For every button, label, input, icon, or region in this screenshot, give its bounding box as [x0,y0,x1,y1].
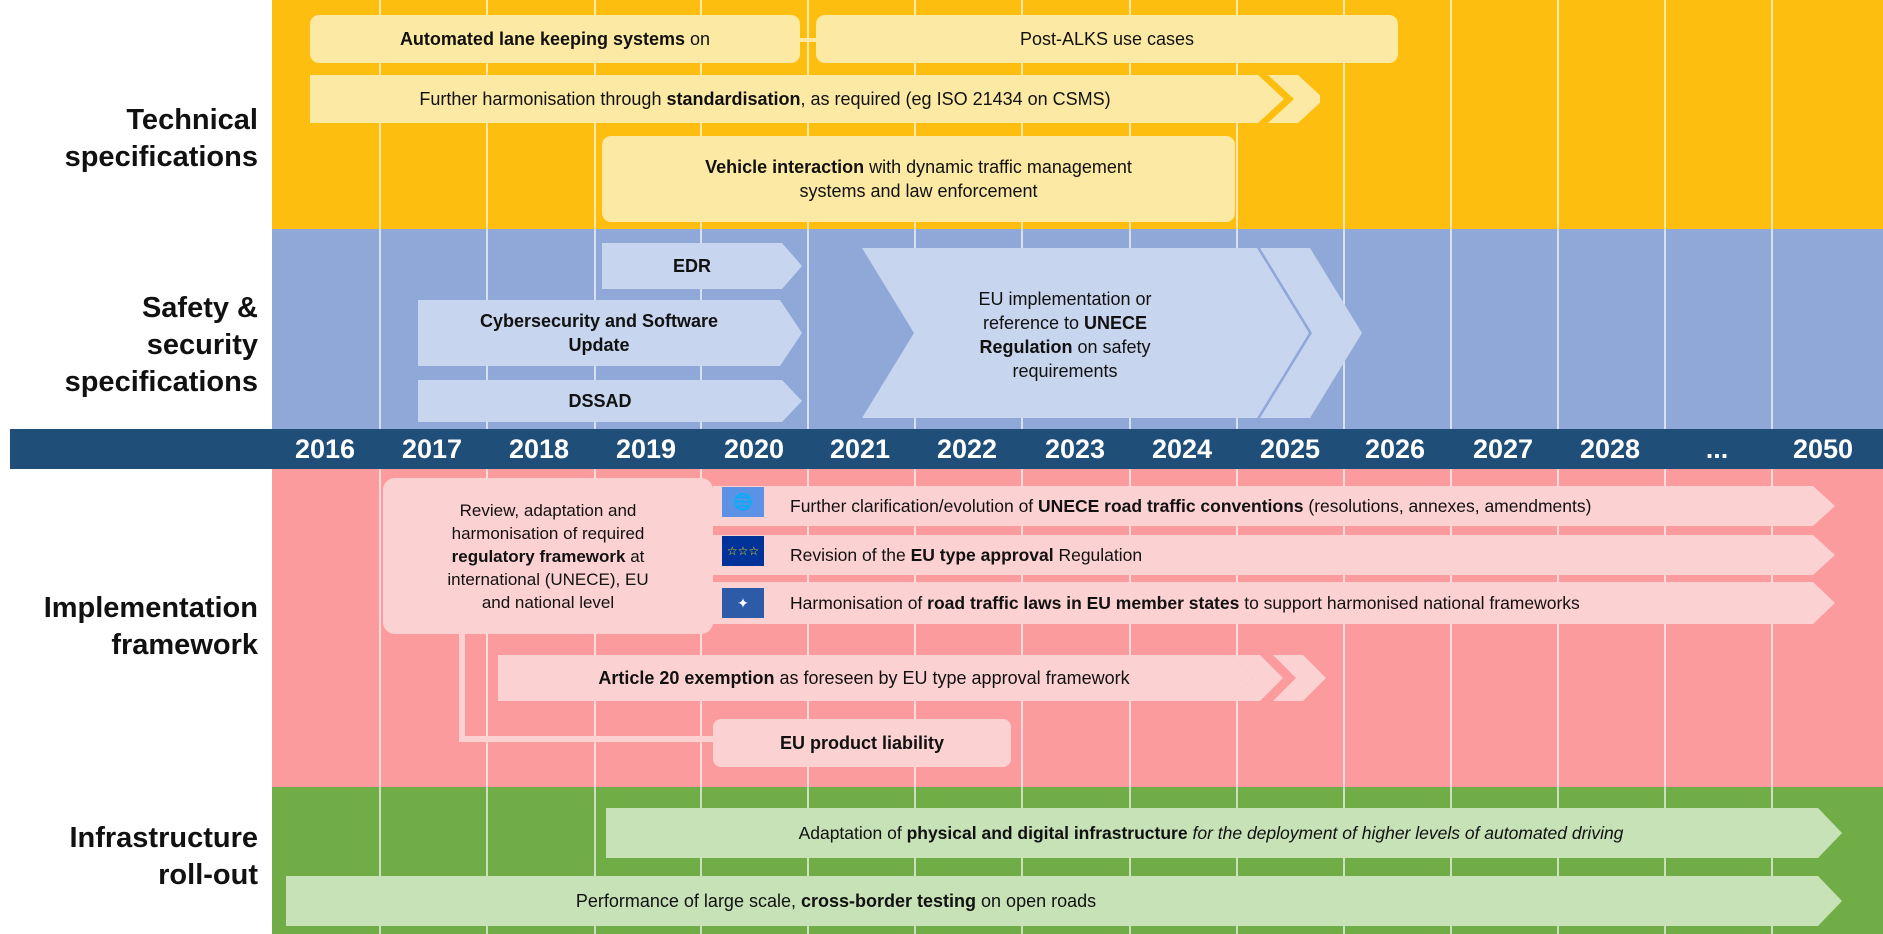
review-connector-vertical [459,630,465,742]
article20-text: Article 20 exemption as foreseen by EU t… [598,668,1130,688]
row-label-line: specifications [64,366,258,398]
review-line: regulatory framework at [451,546,645,566]
year-label: 2018 [508,434,570,464]
road-traffic-laws-arrow-shape [713,582,1835,624]
row-label-implementation: Implementation framework [0,590,258,664]
unece-chevron-shape [862,248,1362,418]
eu-type-approval-text: Revision of the EU type approval Regulat… [790,545,1143,565]
road-traffic-laws-text: Harmonisation of road traffic laws in EU… [790,593,1580,613]
alks-text: Automated lane keeping systems on [399,29,711,49]
cybersecurity-line: Cybersecurity and Software [479,311,719,331]
year-label: 2017 [401,434,463,464]
unece-safety-text: EU implementation or reference to UNECE … [915,275,1215,395]
review-line: international (UNECE), EU [447,569,649,589]
year-label: 2021 [829,434,891,464]
infrastructure-adaptation-text: Adaptation of physical and digital infra… [798,823,1624,843]
article20-arrow-shape [498,655,1326,701]
year-label: 2050 [1792,434,1854,464]
row-label-safety: Safety & security specifications [0,290,258,401]
year-label: 2022 [936,434,998,464]
row-label-line: security [146,329,258,361]
review-line: Review, adaptation and [459,500,637,520]
row-label-line: Safety & [141,292,258,324]
vehicle-interaction-line1: Vehicle interaction with dynamic traffic… [705,157,1132,177]
unece-line: requirements [1012,361,1118,381]
unece-line: EU implementation or [978,289,1152,309]
unece-line: reference to UNECE [982,313,1148,333]
unece-conventions-arrow-shape [713,486,1835,526]
eu-map-icon: ✦ [722,588,764,618]
year-label: 2027 [1472,434,1534,464]
unece-conventions-text: Further clarification/evolution of UNECE… [790,496,1592,516]
year-label: 2019 [615,434,677,464]
review-line: and national level [481,592,615,612]
year-label: 2026 [1364,434,1426,464]
year-label: 2024 [1151,434,1213,464]
year-label: 2016 [294,434,356,464]
year-label: ... [1705,434,1729,464]
edr-label: EDR [672,256,711,276]
post-alks-box: Post-ALKS use cases [816,15,1398,63]
review-line: harmonisation of required [451,523,645,543]
year-label: 2023 [1044,434,1106,464]
cybersecurity-label: Cybersecurity and Software Update [418,300,780,366]
alks-box: Automated lane keeping systems on [310,15,800,63]
post-alks-text: Post-ALKS use cases [1019,29,1195,49]
infrastructure-adaptation-arrow-shape [606,808,1842,858]
year-label: 2025 [1259,434,1321,464]
year-label: 2020 [723,434,785,464]
eu-type-approval-arrow-shape [713,535,1835,575]
year-label: 2028 [1579,434,1641,464]
unece-line: Regulation on safety [979,337,1151,357]
vehicle-interaction-line2: systems and law enforcement [799,181,1038,201]
row-label-line: Infrastructure [69,822,258,854]
row-label-line: framework [111,629,258,661]
row-label-infrastructure: Infrastructure roll-out [0,820,258,894]
row-label-line: Technical [126,104,258,136]
edr-arrow-shape [602,243,802,289]
year-axis-band [10,429,1883,469]
row-label-line: specifications [64,141,258,173]
cross-border-testing-text: Performance of large scale, cross-border… [575,891,1097,911]
cross-border-testing-arrow-shape [286,876,1842,926]
row-label-line: roll-out [158,859,258,891]
review-connector-horizontal [459,736,719,742]
dssad-arrow-shape [418,380,802,422]
cybersecurity-line: Update [568,335,630,355]
alks-connector [798,38,818,42]
standardisation-arrow-shape [310,75,1320,123]
row-label-line: Implementation [43,592,258,624]
review-box: Review, adaptation and harmonisation of … [383,478,713,634]
dssad-label: DSSAD [568,391,632,411]
un-flag-icon: 🌐 [722,487,764,517]
standardisation-text: Further harmonisation through standardis… [419,89,1111,109]
eu-flag-icon: ☆☆☆ [722,536,764,566]
cybersecurity-arrow-shape [418,300,802,366]
vehicle-interaction-box: Vehicle interaction with dynamic traffic… [602,136,1235,222]
row-label-technical: Technical specifications [0,102,258,176]
product-liability-box: EU product liability [713,719,1011,767]
